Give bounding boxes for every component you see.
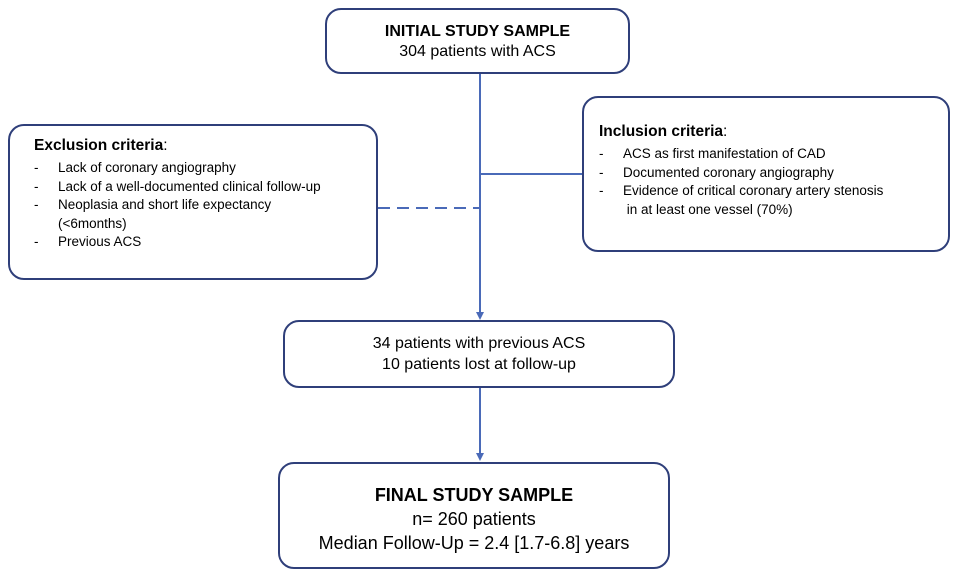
list-item-continuation: in at least one vessel (70%)	[623, 201, 793, 217]
inclusion-criteria-heading: Inclusion criteria:	[599, 123, 948, 141]
list-item: Lack of coronary angiography	[34, 159, 376, 178]
inclusion-criteria-title: Inclusion criteria	[599, 123, 724, 140]
final-sample-count: n= 260 patients	[412, 509, 536, 529]
lost-follow-up-count: 10 patients lost at follow-up	[382, 356, 576, 373]
list-item-text: Evidence of critical coronary artery ste…	[623, 183, 884, 198]
exclusion-criteria-heading: Exclusion criteria:	[34, 137, 376, 155]
final-sample-title: FINAL STUDY SAMPLE	[374, 485, 574, 505]
exclusion-criteria-list: Lack of coronary angiography Lack of a w…	[34, 159, 376, 252]
list-item-text: Neoplasia and short life expectancy	[58, 197, 272, 212]
final-sample-box: FINAL STUDY SAMPLE n= 260 patients Media…	[278, 462, 670, 569]
list-item: Previous ACS	[34, 233, 376, 252]
exclusion-criteria-title: Exclusion criteria	[34, 137, 164, 154]
exclusion-criteria-colon: :	[163, 137, 168, 154]
list-item-continuation: (<6months)	[58, 215, 127, 231]
median-follow-up: Median Follow-Up = 2.4 [1.7-6.8] years	[318, 533, 630, 553]
list-item: Documented coronary angiography	[599, 164, 948, 183]
initial-sample-box: INITIAL STUDY SAMPLE 304 patients with A…	[325, 8, 630, 74]
initial-sample-title: INITIAL STUDY SAMPLE	[384, 23, 571, 40]
list-item: ACS as first manifestation of CAD	[599, 145, 948, 164]
inclusion-criteria-colon: :	[723, 123, 728, 140]
initial-sample-count: 304 patients with ACS	[399, 43, 556, 60]
excluded-patients-box: 34 patients with previous ACS 10 patient…	[283, 320, 675, 388]
inclusion-criteria-box: Inclusion criteria: ACS as first manifes…	[582, 96, 950, 252]
list-item: Evidence of critical coronary artery ste…	[599, 182, 948, 219]
previous-acs-count: 34 patients with previous ACS	[372, 335, 586, 352]
exclusion-criteria-box: Exclusion criteria: Lack of coronary ang…	[8, 124, 378, 280]
list-item: Lack of a well-documented clinical follo…	[34, 178, 376, 197]
list-item: Neoplasia and short life expectancy (<6mo…	[34, 196, 376, 233]
inclusion-criteria-list: ACS as first manifestation of CAD Docume…	[599, 145, 948, 219]
